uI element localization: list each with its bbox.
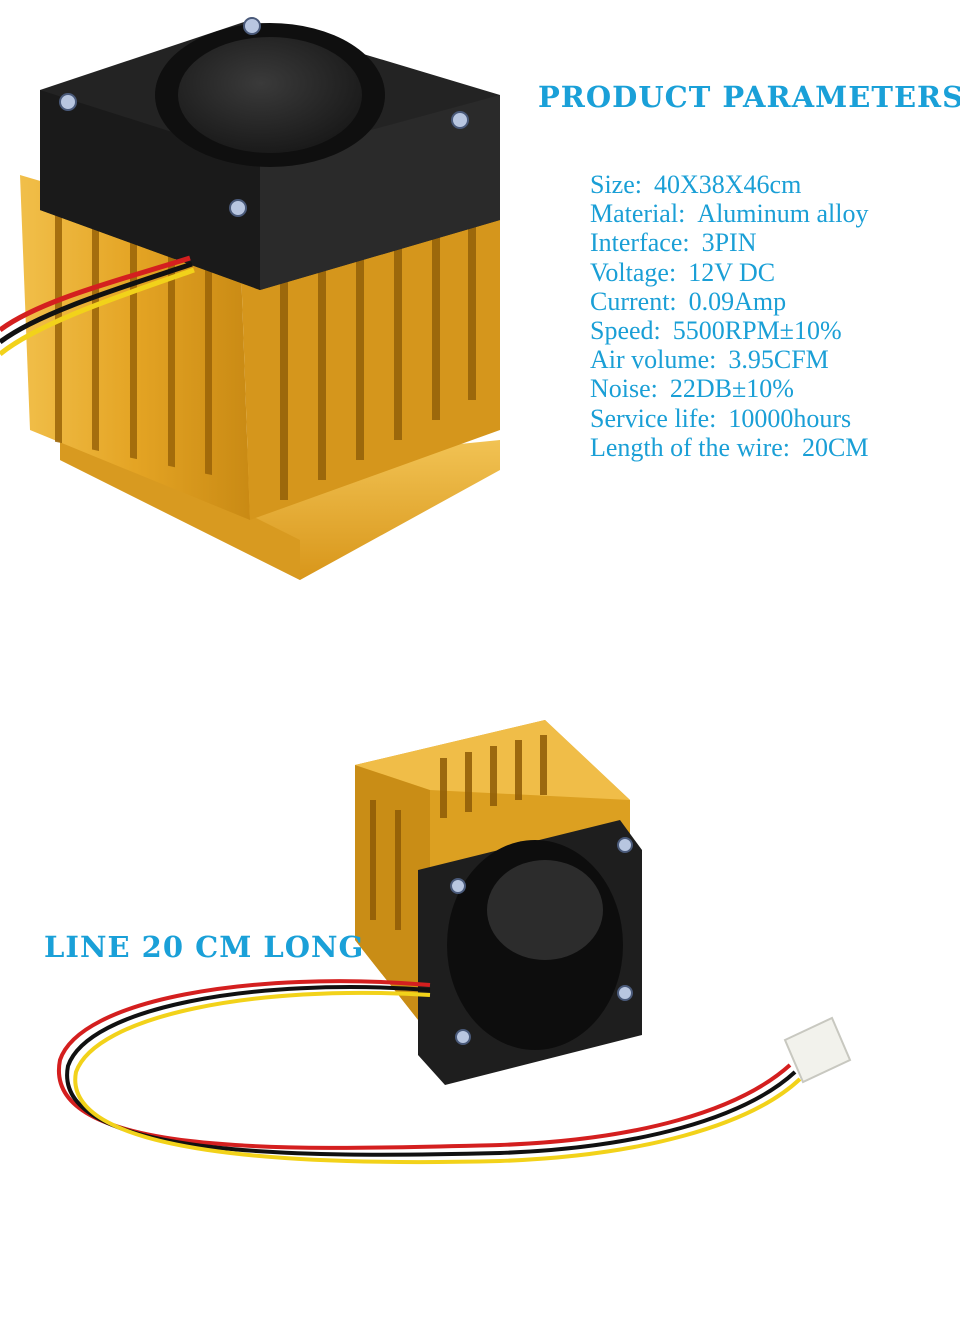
cable-length-caption: LINE 20 CM LONG: [44, 930, 365, 964]
spec-value: 3PIN: [701, 228, 757, 258]
spec-value: 12V DC: [688, 257, 776, 287]
spec-label: Length of the wire:: [590, 432, 790, 462]
spec-value: 0.09Amp: [688, 286, 787, 316]
spec-label: Noise:: [590, 374, 658, 404]
spec-value: 10000hours: [728, 403, 852, 433]
spec-row: Material: Aluminum alloy: [590, 199, 868, 228]
spec-row: Air volume: 3.95CFM: [590, 345, 868, 374]
spec-label: Service life:: [590, 403, 717, 433]
spec-label: Interface:: [590, 228, 690, 258]
spec-value: 3.95CFM: [728, 345, 829, 375]
spec-value: 40X38X46cm: [654, 170, 802, 199]
spec-label: Voltage:: [590, 257, 677, 287]
spec-value: Aluminum alloy: [697, 199, 869, 229]
product-parameters-heading: PRODUCT PARAMETERS: [538, 80, 960, 114]
spec-label: Current:: [590, 286, 677, 316]
heatsink-fan-photo: [0, 17, 500, 580]
spec-label: Air volume:: [590, 345, 717, 375]
spec-label: Material:: [590, 199, 686, 229]
spec-value: 20CM: [802, 432, 869, 462]
spec-value: 22DB±10%: [669, 374, 794, 404]
spec-label: Speed:: [590, 315, 661, 345]
spec-row: Size: 40X38X46cm: [590, 170, 868, 199]
spec-row: Service life: 10000hours: [590, 404, 868, 433]
heatsink-fan-with-cable-photo: [56, 720, 852, 1165]
spec-row: Speed: 5500RPM±10%: [590, 316, 868, 345]
spec-row: Voltage: 12V DC: [590, 258, 868, 287]
spec-value: 5500RPM±10%: [672, 315, 842, 345]
spec-row: Length of the wire: 20CM: [590, 433, 868, 462]
spec-row: Noise: 22DB±10%: [590, 374, 868, 403]
spec-label: Size:: [590, 170, 642, 199]
spec-row: Interface: 3PIN: [590, 228, 868, 257]
spec-row: Current: 0.09Amp: [590, 287, 868, 316]
spec-list: Size:40X38X46cm Material:Aluminum alloy …: [590, 170, 868, 462]
